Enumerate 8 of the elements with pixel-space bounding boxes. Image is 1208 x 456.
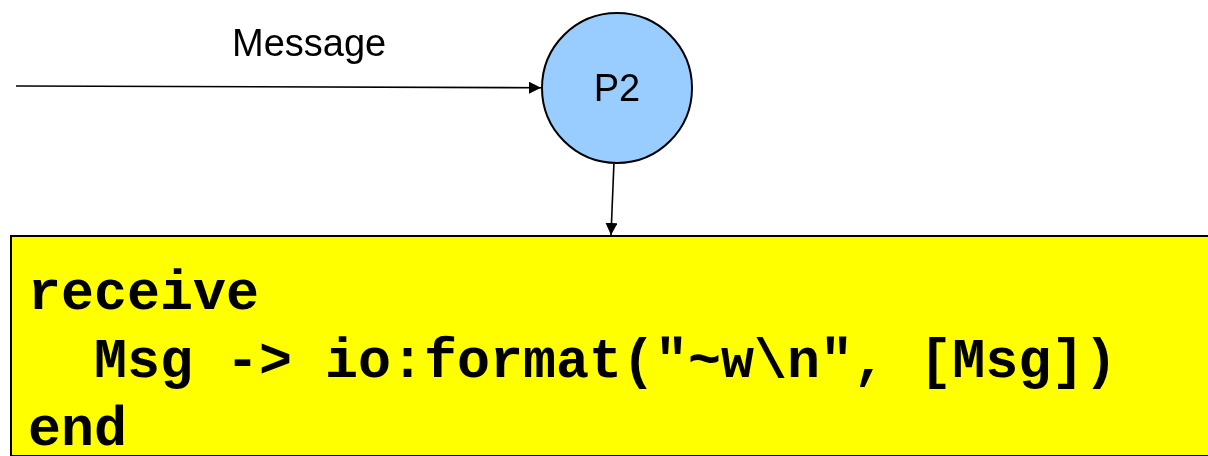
code-line: end: [28, 398, 129, 456]
arrow: [605, 163, 618, 236]
code-box: [10, 235, 1208, 456]
edge-label: Message: [232, 22, 387, 65]
arrow: [15, 81, 542, 94]
code-line: receive: [28, 262, 261, 328]
code-line: Msg -> io:format("~w\n", [Msg]): [93, 330, 1119, 396]
node-label: P2: [593, 66, 641, 110]
